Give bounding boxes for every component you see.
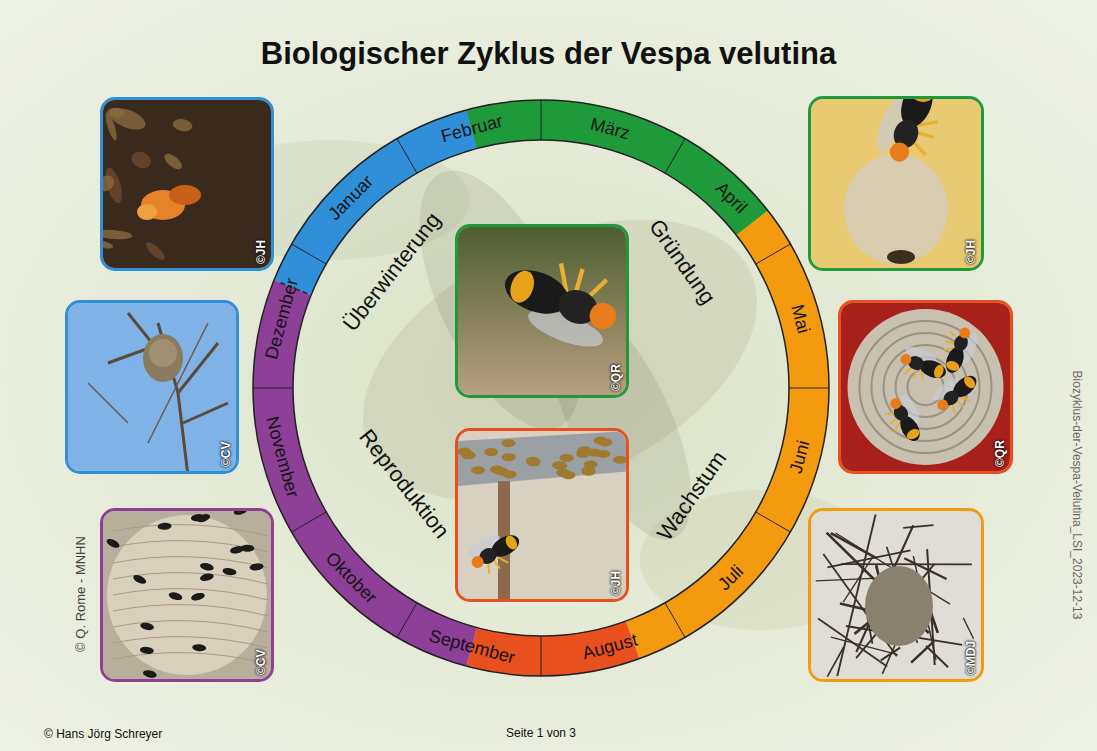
month-segment: Mai [786,302,814,335]
month-name: Februar [438,111,504,148]
copyright-note: © Hans Jörg Schreyer [44,727,162,741]
photo-frame: ©QR [455,224,629,398]
photo-credit: ©JH [254,240,268,264]
file-name: Biozyklus-der-Vespa-Velutina_LSI_2023-12… [1070,371,1084,620]
month-separator [292,512,327,532]
month-name: November [261,415,303,501]
photo-illustration [103,100,271,268]
photo-frame: ©JH [455,428,629,602]
phase-label: Reproduktion [353,424,454,543]
month-name: Januar [325,172,379,226]
photo-illustration [811,99,981,268]
month-segment: April [710,178,750,218]
ring-outline [293,140,789,636]
month-segment: September [426,625,516,668]
photo-frame: ©JH [808,96,984,271]
photo-frame: ©JH [100,97,274,271]
month-separator [665,139,685,174]
photo-credit: ©MDJ [964,641,978,675]
month-separator [541,636,542,676]
photo-credit: ©JH [964,240,978,264]
month-separator [397,139,417,174]
ring-outline [253,100,829,676]
month-name: Juli [714,561,748,595]
phase-label: Wachstum [652,446,732,545]
photo-frame: ©CV [65,300,239,474]
month-name: April [710,178,750,218]
photo-credit: © Q. Rome - MNHN [73,536,88,652]
photo-illustration [458,431,626,599]
month-segment: Februar [438,111,504,148]
page-number: Seite 1 von 3 [506,726,576,740]
month-separator [397,603,417,638]
month-separator [541,100,542,140]
ring-band [466,100,767,235]
photo-illustration [811,511,981,679]
diagram-title: Biologischer Zyklus der Vespa velutina [0,36,1097,72]
photo-credit: ©CV [219,441,233,467]
photo-illustration [103,511,271,679]
month-separator [756,512,791,532]
photo-illustration [458,227,626,395]
phase-label: Gründung [643,214,720,309]
month-segment: August [581,629,641,664]
ring-band [626,211,829,659]
month-segment: Juni [785,439,814,476]
month-name: März [588,114,632,145]
month-name: September [426,625,516,668]
month-segment: März [588,114,632,145]
photo-frame: ©CV [100,508,274,682]
month-segment: Januar [325,172,379,226]
phase-label: Überwinterung [338,208,447,337]
photo-credit: ©QR [993,440,1007,467]
month-separator [292,244,327,264]
month-name: Mai [786,302,814,335]
photo-credit: ©QR [609,364,623,391]
ring-chevron [736,211,770,250]
photo-frame: ©QR [838,300,1013,474]
month-separator [789,388,829,389]
photo-illustration [841,303,1010,471]
month-segment: Oktober [321,547,381,607]
photo-credit: ©JH [609,571,623,595]
month-name: Dezember [261,276,303,362]
month-segment: November [261,415,303,501]
month-name: Juni [785,439,814,476]
photo-credit: ©CV [254,649,268,675]
photo-illustration [68,303,236,471]
photo-frame: ©MDJ [808,508,984,682]
month-segment: Dezember [261,276,303,362]
month-segment: Juli [714,561,748,595]
month-separator [253,388,293,389]
month-separator [756,244,791,264]
month-separator [665,603,685,638]
month-name: Oktober [321,547,381,607]
month-name: August [581,629,641,664]
